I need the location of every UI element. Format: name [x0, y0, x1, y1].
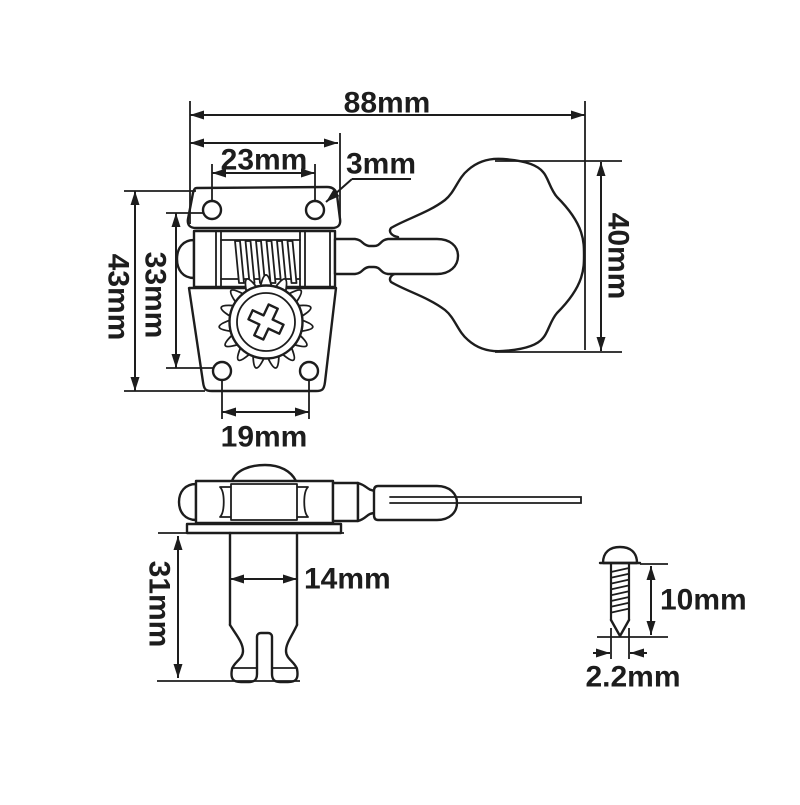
mount-hole-bottom-right	[298, 360, 320, 382]
dim-bushing-width: 14mm	[230, 563, 391, 596]
screw-threads	[610, 567, 630, 614]
phillips-screw-cross	[247, 303, 285, 341]
dim-plate-length	[190, 133, 341, 222]
side-shaft-base	[331, 481, 360, 523]
screw-tip	[609, 618, 631, 638]
mount-hole-top-left	[201, 199, 223, 221]
screw-head	[601, 545, 639, 565]
key-shaft-handle	[333, 237, 460, 276]
dim-label-screw-diameter: 2.2mm	[585, 661, 680, 694]
mount-hole-bottom-left	[211, 360, 233, 382]
side-view-dimensions: 31mm 14mm	[143, 536, 391, 682]
worm-spring	[234, 240, 298, 284]
dim-label-bottom-hole-spacing: 19mm	[221, 421, 308, 454]
clover-key	[388, 157, 586, 353]
side-key-blade	[389, 496, 582, 504]
string-post-cap	[175, 238, 196, 280]
side-post-cap	[177, 482, 198, 522]
mount-hole-top-right	[304, 199, 326, 221]
dim-label-overall-length: 88mm	[344, 87, 431, 120]
dim-label-bushing-width: 14mm	[304, 563, 391, 596]
dim-screw-diameter: 2.2mm	[585, 628, 681, 694]
dim-post-depth: 31mm	[143, 536, 300, 682]
top-view-dimensions: 88mm 23mm 3mm 43mm 33mm	[102, 87, 635, 454]
dim-label-key-height: 40mm	[602, 213, 635, 300]
side-split-post-clip	[228, 623, 299, 684]
dim-overall-length: 88mm	[189, 87, 586, 350]
dim-screw-length: 10mm	[597, 563, 747, 638]
dim-label-hole-diameter: 3mm	[346, 148, 416, 181]
side-flange-washer	[185, 522, 343, 535]
dim-label-body-height: 43mm	[102, 254, 135, 341]
dim-hole-row-spacing: 33mm	[139, 212, 213, 369]
screw-dimensions: 10mm 2.2mm	[585, 563, 747, 694]
dim-top-hole-spacing: 23mm	[211, 144, 316, 200]
dim-label-hole-row-spacing: 33mm	[139, 252, 172, 339]
side-housing-core	[230, 483, 298, 521]
dim-body-height: 43mm	[102, 190, 205, 392]
side-gear-dome	[230, 463, 298, 483]
worm-housing-details	[215, 230, 331, 288]
dim-key-height: 40mm	[495, 160, 635, 353]
dim-hole-diameter: 3mm	[325, 148, 416, 203]
dim-label-post-depth: 31mm	[143, 561, 176, 648]
dim-bottom-hole-spacing: 19mm	[221, 381, 310, 454]
dim-label-screw-length: 10mm	[660, 584, 747, 617]
dim-label-top-hole-spacing: 23mm	[221, 144, 308, 177]
tuner-top-view	[175, 157, 586, 393]
mounting-screw	[598, 545, 642, 638]
tuner-side-view	[158, 463, 582, 684]
